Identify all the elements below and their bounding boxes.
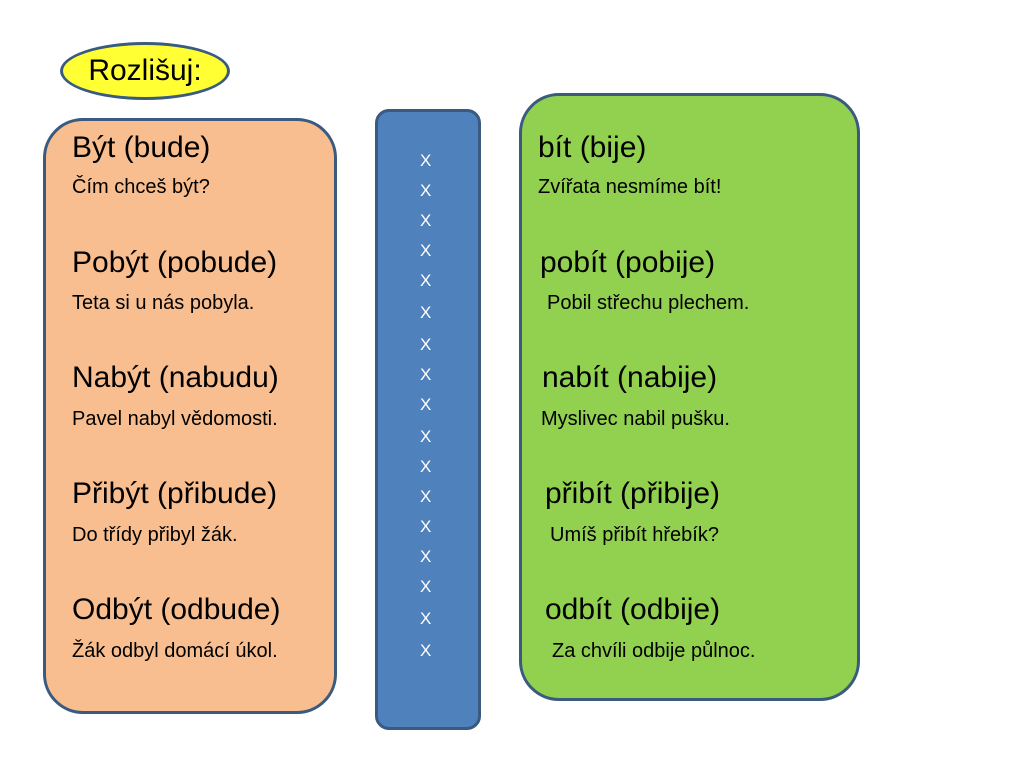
left-sentence: Pavel nabyl vědomosti. (72, 408, 278, 430)
separator-x: X (420, 335, 432, 354)
separator-x: X (420, 395, 432, 414)
right-sentence: Myslivec nabil pušku. (541, 408, 730, 430)
right-word: pobít (pobije) (540, 246, 716, 279)
separator-x: X (420, 427, 432, 446)
separator-x: X (420, 241, 432, 260)
title-text: Rozlišuj: (88, 54, 202, 87)
left-sentence: Čím chceš být? (72, 176, 210, 198)
separator-panel (375, 109, 481, 730)
separator-x: X (420, 547, 432, 566)
right-word: přibít (přibije) (545, 477, 721, 510)
separator-x: X (420, 211, 432, 230)
right-word: odbít (odbije) (545, 593, 721, 626)
left-sentence: Teta si u nás pobyla. (72, 292, 255, 314)
left-sentence: Žák odbyl domácí úkol. (72, 640, 278, 662)
separator-x: X (420, 303, 432, 322)
separator-x: X (420, 181, 432, 200)
separator-x: X (420, 457, 432, 476)
left-sentence: Do třídy přibyl žák. (72, 524, 238, 546)
separator-x: X (420, 487, 432, 506)
right-sentence: Umíš přibít hřebík? (550, 524, 719, 546)
separator-x: X (420, 641, 432, 660)
separator-x: X (420, 577, 432, 596)
right-sentence: Za chvíli odbije půlnoc. (552, 640, 756, 662)
left-word: Nabýt (nabudu) (72, 361, 279, 394)
left-word: Být (bude) (72, 131, 211, 164)
right-sentence: Pobil střechu plechem. (547, 292, 750, 314)
left-word: Přibýt (přibude) (72, 477, 278, 510)
separator-x: X (420, 271, 432, 290)
separator-x: X (420, 365, 432, 384)
separator-x: X (420, 517, 432, 536)
right-sentence: Zvířata nesmíme bít! (538, 176, 722, 198)
right-panel-bi (519, 93, 860, 701)
left-word: Odbýt (odbude) (72, 593, 281, 626)
left-panel-by (43, 118, 337, 714)
right-word: bít (bije) (538, 131, 647, 164)
separator-x: X (420, 151, 432, 170)
title-oval: Rozlišuj: (60, 42, 230, 100)
right-word: nabít (nabije) (542, 361, 718, 394)
separator-x: X (420, 609, 432, 628)
left-word: Pobýt (pobude) (72, 246, 278, 279)
